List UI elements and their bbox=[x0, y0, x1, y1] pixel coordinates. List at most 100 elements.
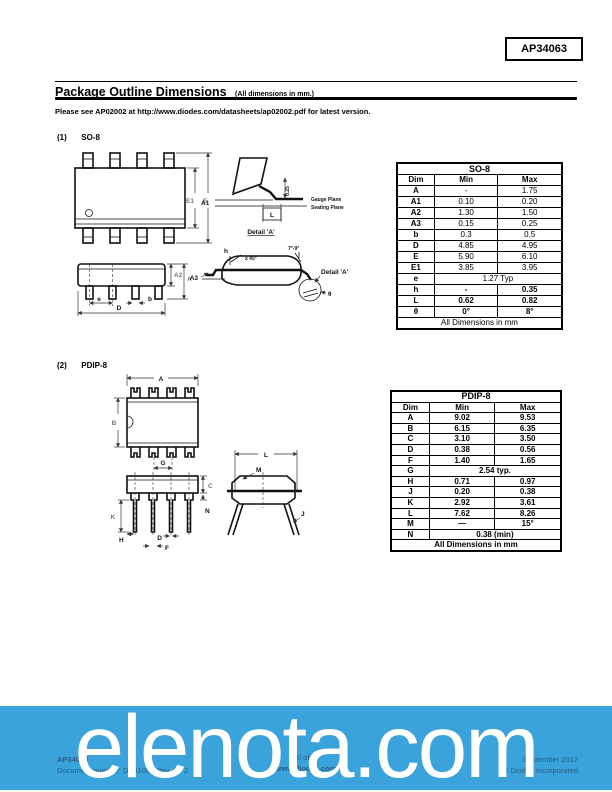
so8-lead-angle-view: A3 h x 45° 7°-9° Detail 'A' θ bbox=[190, 246, 349, 302]
table-row: A-1.75 bbox=[396, 185, 563, 197]
so8-table-footer: All Dimensions in mm bbox=[396, 317, 563, 330]
watermark-text: elenota.com bbox=[74, 696, 540, 792]
section-so8-number: (1) bbox=[57, 133, 67, 142]
so8-gauge-plane-detail: 0.25 A1 Gauge Plane Seating Plane L Deta… bbox=[201, 157, 344, 236]
part-number: AP34063 bbox=[521, 43, 567, 55]
dim-label-D: D bbox=[117, 305, 122, 312]
dim-label-L: L bbox=[264, 452, 268, 459]
pdip8-side-view: L M J bbox=[227, 450, 305, 536]
section-pdip8-number: (2) bbox=[57, 361, 67, 370]
draft-angle-label: 7°-9° bbox=[288, 246, 299, 252]
dim-label-C: C bbox=[208, 483, 213, 490]
dim-label-E: E bbox=[203, 198, 208, 205]
footer-website: www.diodes.com bbox=[275, 764, 337, 773]
col-dim: Dim bbox=[396, 174, 435, 186]
detail-callout-label: Detail 'A' bbox=[321, 269, 349, 276]
footer-page-number: 10 of 11 bbox=[292, 753, 320, 762]
so8-detail-caption: Detail 'A' bbox=[247, 229, 275, 236]
section-so8-heading: (1) SO-8 bbox=[57, 133, 100, 142]
col-dim: Dim bbox=[390, 401, 430, 414]
dim-label-A2: A2 bbox=[174, 272, 183, 279]
part-number-box: AP34063 bbox=[505, 37, 583, 61]
dim-label-e: e bbox=[97, 296, 101, 303]
col-min: Min bbox=[428, 401, 496, 414]
dim-label-D: D bbox=[157, 535, 162, 542]
dim-label-A: A bbox=[187, 276, 192, 283]
pdip8-package-drawing: A B G bbox=[111, 374, 305, 552]
dim-label-H: H bbox=[119, 537, 124, 544]
header-rule-thick bbox=[55, 97, 577, 100]
seating-plane-label: Seating Plane bbox=[311, 205, 344, 211]
pdip8-top-view: A B G bbox=[112, 374, 199, 471]
dim-label-F: F bbox=[165, 545, 169, 552]
so8-package-drawing: E1 E 0.25 A1 Gauge Plane Seating Plane L… bbox=[74, 152, 349, 316]
footer-copyright: © Diodes Incorporated bbox=[502, 766, 578, 775]
section-pdip8-name: PDIP-8 bbox=[81, 361, 108, 370]
footer-center: 10 of 11 www.diodes.com bbox=[0, 752, 612, 774]
footer-right: September 2012 © Diodes Incorporated bbox=[503, 754, 578, 776]
pin1-notch bbox=[126, 415, 134, 429]
col-max: Max bbox=[494, 401, 562, 414]
table-row: h-0.35 bbox=[396, 284, 563, 296]
col-min: Min bbox=[433, 174, 499, 186]
footer-doc-number: Document number: DS31004 Rev. 8 - 2 bbox=[57, 766, 189, 775]
dim-label-M: M bbox=[256, 467, 261, 474]
section-so8-name: SO-8 bbox=[81, 133, 100, 142]
dim-label-h: h bbox=[224, 248, 228, 255]
reference-note: Please see AP02002 at http://www.diodes.… bbox=[55, 107, 371, 116]
so8-side-view: A2 A e b D bbox=[77, 263, 192, 316]
so8-table-title: SO-8 bbox=[396, 162, 563, 175]
pin1-indicator bbox=[85, 209, 93, 217]
header-rule-thin bbox=[55, 81, 577, 82]
dim-label-A3: A3 bbox=[190, 275, 199, 282]
table-row: M—15° bbox=[390, 518, 562, 530]
dim-label-gauge-offset: 0.25 bbox=[285, 186, 291, 196]
page-title: Package Outline Dimensions (All dimensio… bbox=[55, 83, 577, 101]
page-title-suffix: (All dimensions in mm.) bbox=[235, 91, 314, 98]
gauge-plane-label: Gauge Plane bbox=[311, 197, 342, 203]
dim-label-K: K bbox=[111, 514, 116, 521]
footer-left: AP34063 Document number: DS31004 Rev. 8 … bbox=[57, 754, 188, 776]
dim-label-A: A bbox=[159, 376, 164, 383]
dim-label-A1: A1 bbox=[201, 200, 210, 207]
chamfer-label: x 45° bbox=[245, 256, 257, 262]
footer-date: September 2012 bbox=[522, 755, 578, 764]
dim-label-B: B bbox=[112, 420, 117, 427]
dim-label-G: G bbox=[160, 460, 165, 467]
footer-part-number: AP34063 bbox=[57, 755, 89, 764]
watermark-banner: AP34063 Document number: DS31004 Rev. 8 … bbox=[0, 702, 612, 791]
col-max: Max bbox=[497, 174, 563, 186]
dim-label-E1: E1 bbox=[186, 198, 194, 205]
so8-top-view: E1 E bbox=[74, 152, 212, 244]
dim-label-theta: θ bbox=[328, 291, 332, 298]
pdip8-table-title: PDIP-8 bbox=[390, 390, 562, 403]
section-pdip8-heading: (2) PDIP-8 bbox=[57, 361, 107, 370]
pdip8-table-footer: All Dimensions in mm bbox=[390, 539, 562, 552]
dim-label-N: N bbox=[205, 508, 210, 515]
pdip8-front-view: C N K H D F bbox=[111, 472, 213, 552]
page-title-text: Package Outline Dimensions bbox=[55, 85, 227, 99]
